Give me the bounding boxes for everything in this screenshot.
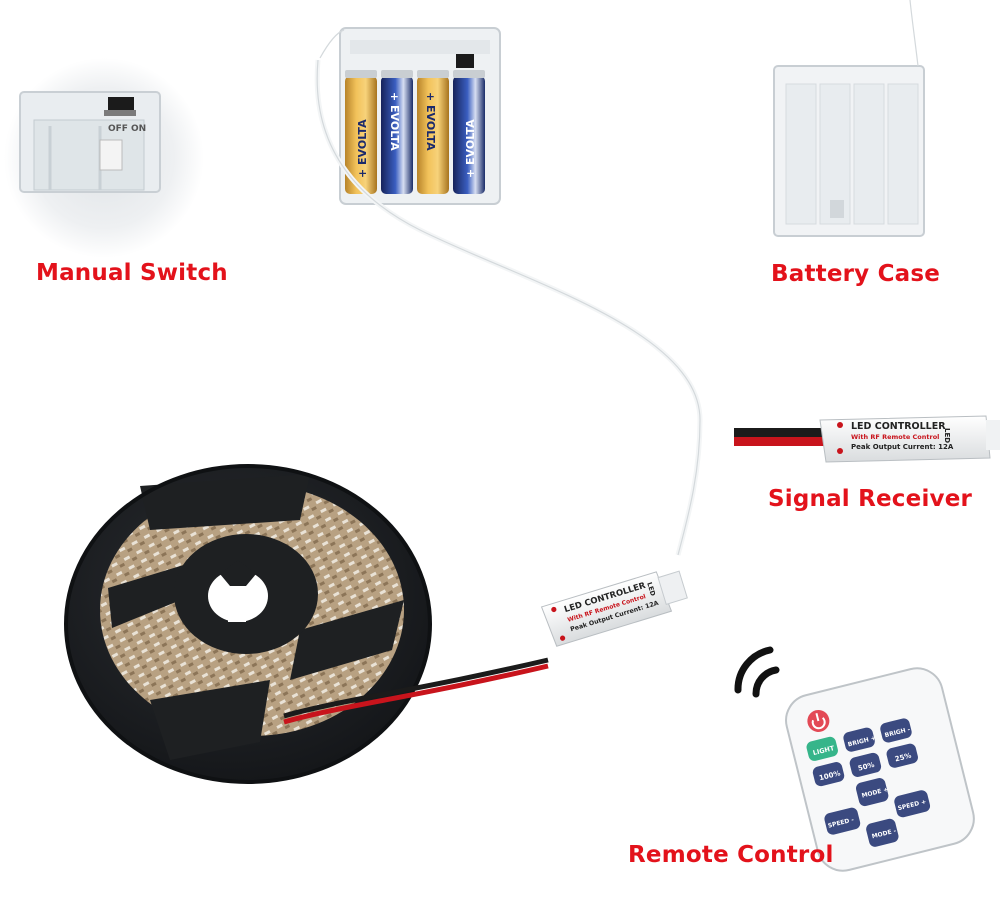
receiver-led-tag: LED [943, 428, 951, 443]
battery-cell: + EVOLTA [417, 70, 449, 194]
battery-pack: + EVOLTA + EVOLTA + EVOLTA + EVOLTA [314, 27, 703, 556]
manual-switch-label: Manual Switch [36, 260, 228, 286]
svg-text:+ EVOLTA: + EVOLTA [464, 119, 477, 178]
inline-led-controller: LED CONTROLLER With RF Remote Control Pe… [540, 570, 688, 647]
switch-on-label: ON [131, 124, 146, 134]
svg-text:+ EVOLTA: + EVOLTA [388, 92, 401, 151]
battery-case-label: Battery Case [771, 261, 941, 287]
battery-case-image [773, 0, 925, 237]
signal-wave-icon [734, 646, 774, 694]
remote-control-label: Remote Control [628, 842, 834, 868]
controller-led-tag: LED [645, 581, 657, 597]
battery-pack-switch [456, 54, 474, 68]
remote-control-image: LIGHT BRIGH + BRIGH - 100% 50% 25% MODE … [734, 646, 975, 872]
svg-text:+ EVOLTA: + EVOLTA [424, 92, 437, 151]
battery-cell: + EVOLTA [453, 70, 485, 194]
signal-receiver-label: Signal Receiver [768, 486, 973, 512]
battery-cell: + EVOLTA [345, 70, 377, 194]
receiver-title: LED CONTROLLER [851, 421, 946, 432]
battery-cell: + EVOLTA [381, 70, 413, 194]
svg-text:+ EVOLTA: + EVOLTA [356, 119, 369, 178]
switch-slider [108, 97, 134, 113]
signal-receiver-image: LED CONTROLLER With RF Remote Control Pe… [734, 415, 1000, 463]
manual-switch-detail: OFF ON [4, 58, 204, 258]
led-strip-reel [64, 464, 549, 784]
receiver-peak: Peak Output Current: 12A [851, 443, 954, 451]
remote-50-label: 50% [857, 761, 875, 773]
switch-off-label: OFF [108, 124, 128, 134]
receiver-subtitle: With RF Remote Control [851, 433, 939, 441]
remote-25-label: 25% [894, 752, 912, 764]
